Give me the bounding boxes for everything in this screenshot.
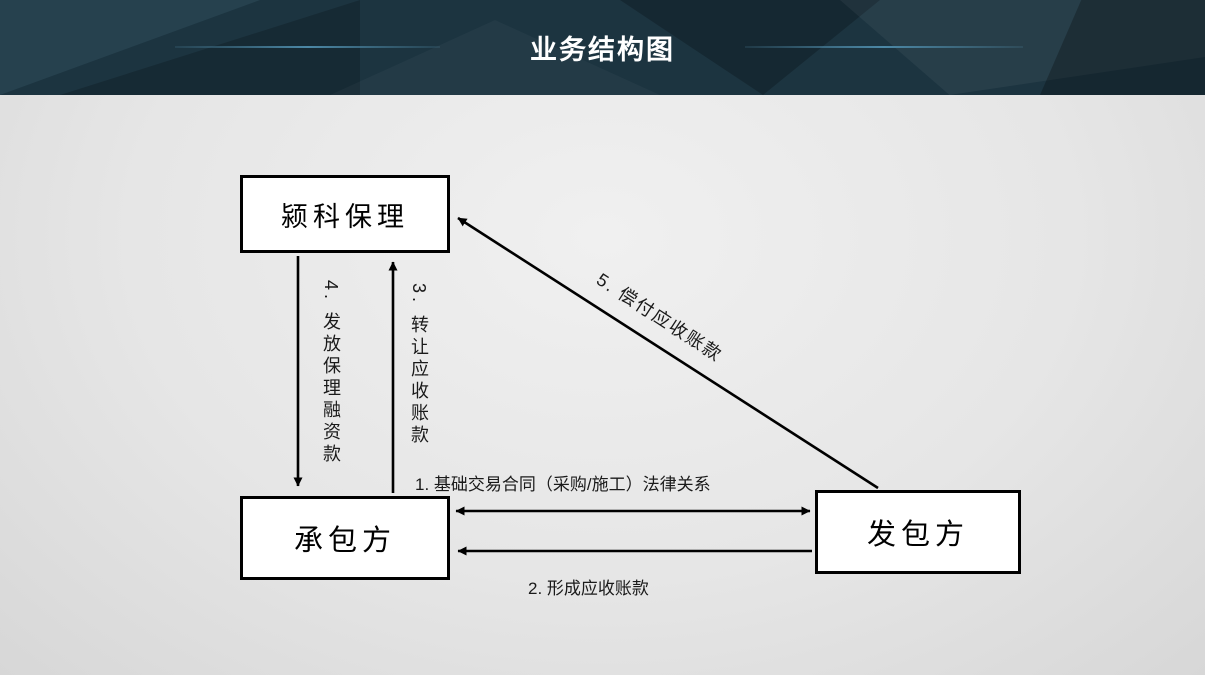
edge-label-form-receivables: 2. 形成应收账款 xyxy=(528,579,649,598)
page-title: 业务结构图 xyxy=(530,35,675,65)
node-contractor-label: 承包方 xyxy=(293,525,396,557)
node-contractor: 承包方 xyxy=(240,496,450,580)
node-employer-label: 发包方 xyxy=(866,519,969,551)
edge-label-disburse-loan: 4. 发放保理融资款 xyxy=(321,280,341,467)
arrow-repay-receivables xyxy=(457,216,879,490)
edge-label-base-contract: 1. 基础交易合同（采购/施工）法律关系 xyxy=(415,475,711,494)
node-factoring: 颍科保理 xyxy=(240,175,450,253)
title-rule-right xyxy=(745,46,1023,48)
node-factoring-label: 颍科保理 xyxy=(281,201,409,232)
node-employer: 发包方 xyxy=(815,490,1021,574)
edge-label-transfer-receivables: 3. 转让应收账款 xyxy=(409,283,429,448)
title-rule-left xyxy=(175,46,440,48)
